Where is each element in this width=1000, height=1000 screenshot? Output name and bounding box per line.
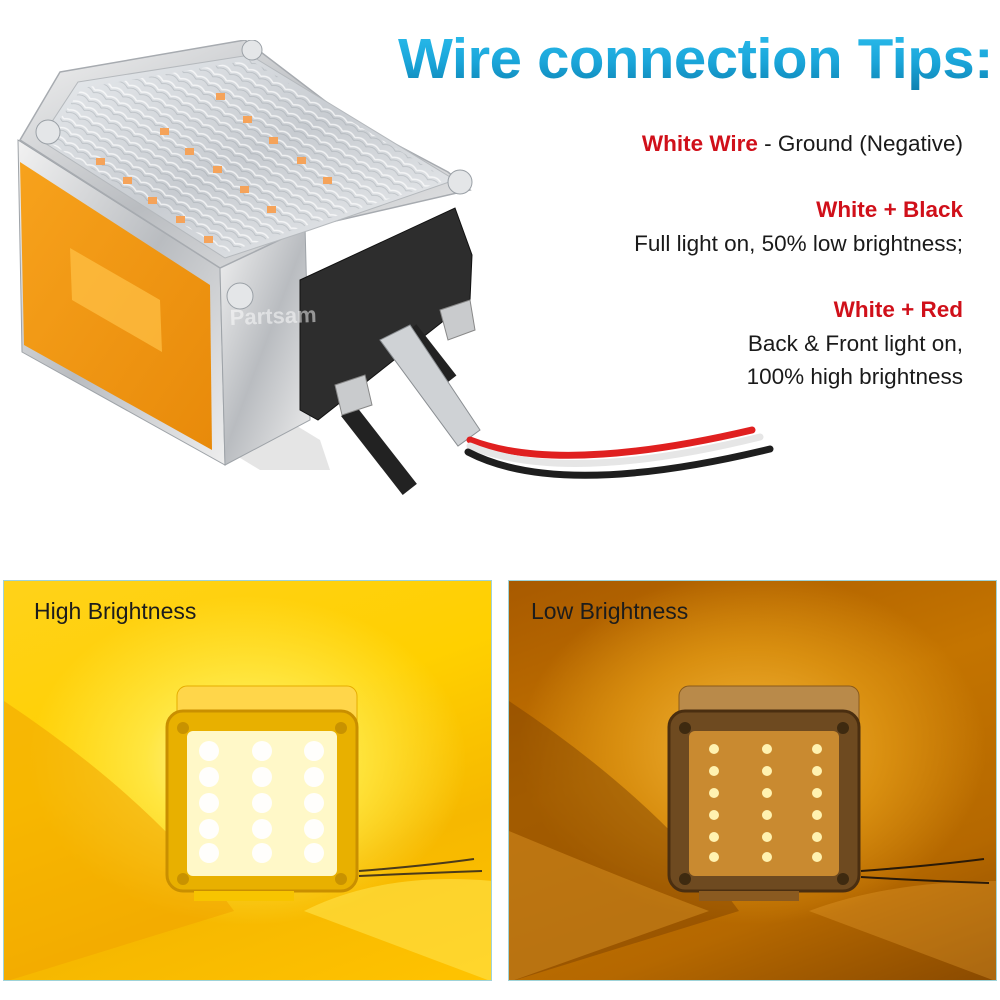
panel-label: High Brightness <box>34 598 197 624</box>
tip-white-wire: White Wire - Ground (Negative) <box>642 131 963 157</box>
tip-white-black-description: Full light on, 50% low brightness; <box>634 231 963 256</box>
tip-white-red-description-line1: Back & Front light on, <box>747 331 963 356</box>
wires <box>464 426 774 479</box>
product-image: Partsam <box>0 39 800 540</box>
page-title: Wire connection Tips: <box>398 26 1000 92</box>
panel-low-brightness: Low Brightness <box>508 580 997 981</box>
tip-white-black-label: White + Black <box>816 197 963 222</box>
panel-label: Low Brightness <box>531 598 689 624</box>
mounting-studs <box>334 299 481 495</box>
watermark: Partsam <box>229 302 317 330</box>
tip-label: White Wire <box>641 131 758 156</box>
tip-white-red-description-line2: 100% high brightness <box>746 364 963 389</box>
tip-white-red-label: White + Red <box>833 297 963 322</box>
tip-description: - Ground (Negative) <box>757 131 963 156</box>
panel-high-brightness: High Brightness <box>3 580 492 981</box>
led-array <box>96 93 332 243</box>
